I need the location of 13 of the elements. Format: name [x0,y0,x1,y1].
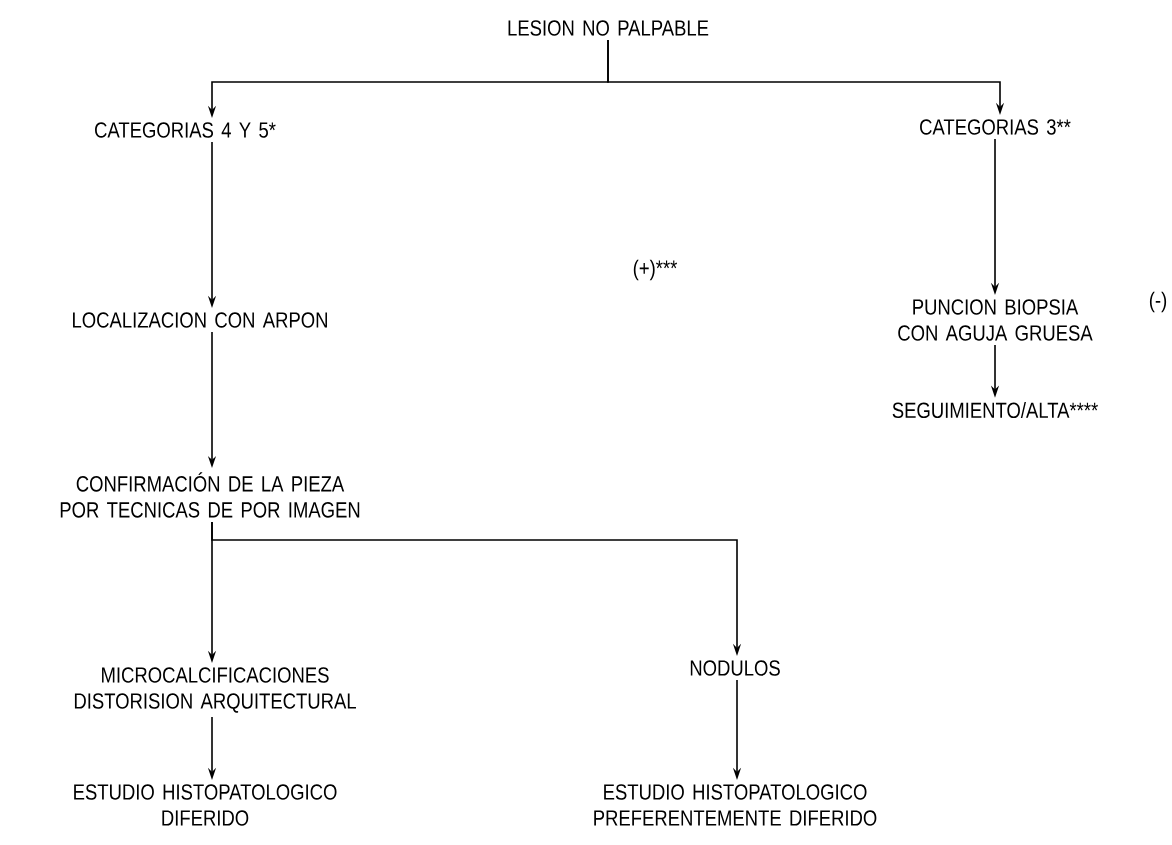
result-label: (-) [1149,291,1167,313]
step-text: ESTUDIO HISTOPATOLOGICO DIFERIDO [74,784,337,826]
step-text: CONFIRMACIÓN DE LA PIEZA POR TECNICAS DE POR IMAGEN [60,472,360,518]
step-text: PUNCION BIOPSIA CON AGUJA GRUESA [898,299,1093,341]
step-text: ESTUDIO HISTOPATOLOGICO PREFERENTEMENTE DIFERIDO [594,784,877,826]
step-text: CATEGORIAS 4 Y 5* [95,122,276,138]
step-text: MICROCALCIFICACIONES DISTORISION ARQUITECTURAL [74,667,356,713]
step-text: LOCALIZACION CON ARPON [73,312,327,328]
step-text: CATEGORIAS 3** [920,119,1071,135]
step-text: NODULOS [690,660,780,676]
step-text: LESION NO PALPABLE [508,20,709,36]
step-text: SEGUIMIENTO/ALTA**** [892,401,1098,419]
result-label: (+)*** [633,259,678,281]
